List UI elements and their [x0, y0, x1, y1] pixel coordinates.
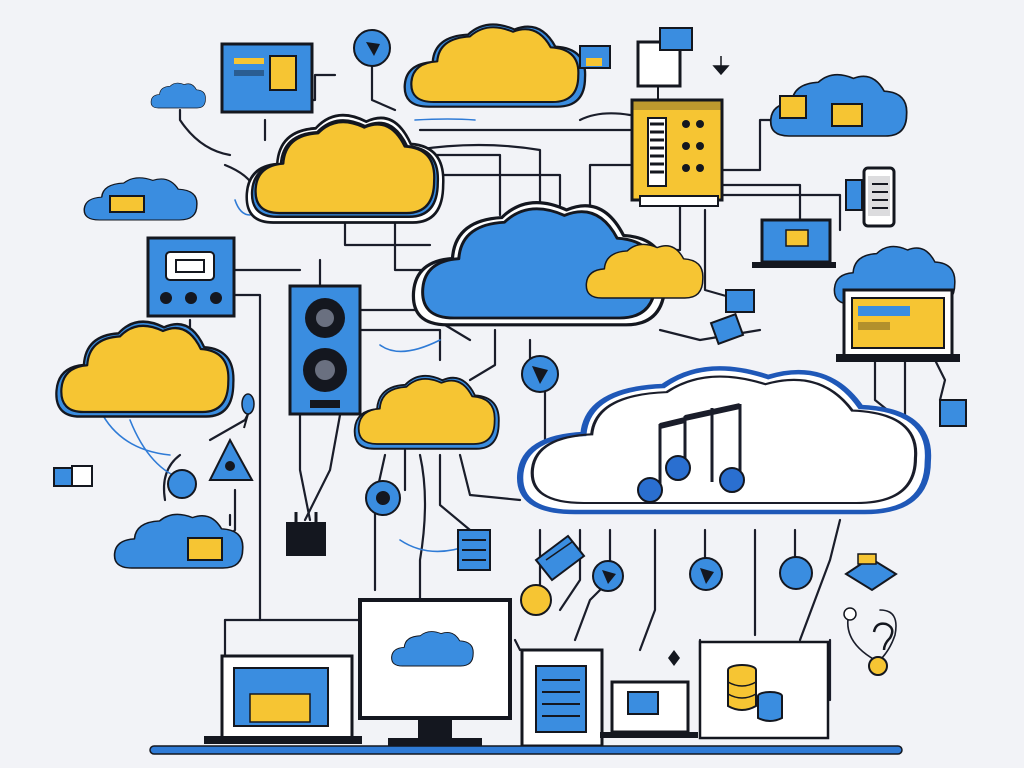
yellow-tile-icon	[779, 95, 807, 119]
cloud-icon	[113, 513, 244, 569]
solar-panel-icon	[844, 553, 898, 592]
cloud-icon	[353, 374, 500, 450]
base-line	[149, 745, 903, 755]
cloud-icon	[403, 23, 587, 108]
laptop-icon	[752, 218, 836, 268]
node-icon	[167, 437, 254, 499]
router-icon	[146, 236, 236, 318]
monitor-icon	[358, 598, 512, 746]
monitor-icon	[636, 27, 693, 100]
node-icon	[353, 29, 391, 67]
database-icon	[727, 664, 783, 722]
download-icon	[712, 56, 730, 76]
node-icon	[725, 289, 755, 313]
music-cloud-icon	[520, 368, 928, 512]
speaker-icon	[288, 284, 362, 416]
database-panel-icon	[698, 640, 830, 740]
disk-icon	[534, 534, 586, 582]
phone-icon	[845, 166, 896, 228]
cloud-icon	[150, 82, 206, 109]
cloud-icon	[245, 113, 445, 224]
laptop-icon	[204, 654, 362, 744]
question-mark-icon	[868, 622, 894, 676]
node-icon	[71, 465, 93, 487]
yellow-tile-icon	[187, 537, 223, 561]
microphone-icon	[241, 393, 255, 429]
laptop-icon	[836, 288, 960, 362]
yellow-tile-icon	[831, 103, 863, 127]
folder-icon	[579, 45, 611, 69]
node-icon	[521, 355, 559, 393]
node-icon	[843, 607, 857, 621]
node-icon	[939, 399, 967, 427]
server-icon	[457, 529, 491, 571]
node-icon	[779, 556, 813, 590]
node-icon	[520, 584, 552, 616]
server-rack-icon	[630, 98, 724, 207]
plug-icon	[286, 512, 326, 556]
node-icon	[365, 480, 401, 516]
monitor-icon	[600, 680, 698, 738]
node-icon	[592, 560, 624, 592]
node-icon	[689, 557, 723, 591]
tablet-icon	[220, 42, 314, 114]
yellow-tile-icon	[109, 195, 145, 213]
node-icon	[709, 312, 745, 346]
music-note-icon	[637, 403, 745, 503]
cloud-icon	[55, 320, 235, 418]
server-tablet-icon	[520, 648, 604, 748]
sparkle-icon	[668, 650, 680, 666]
